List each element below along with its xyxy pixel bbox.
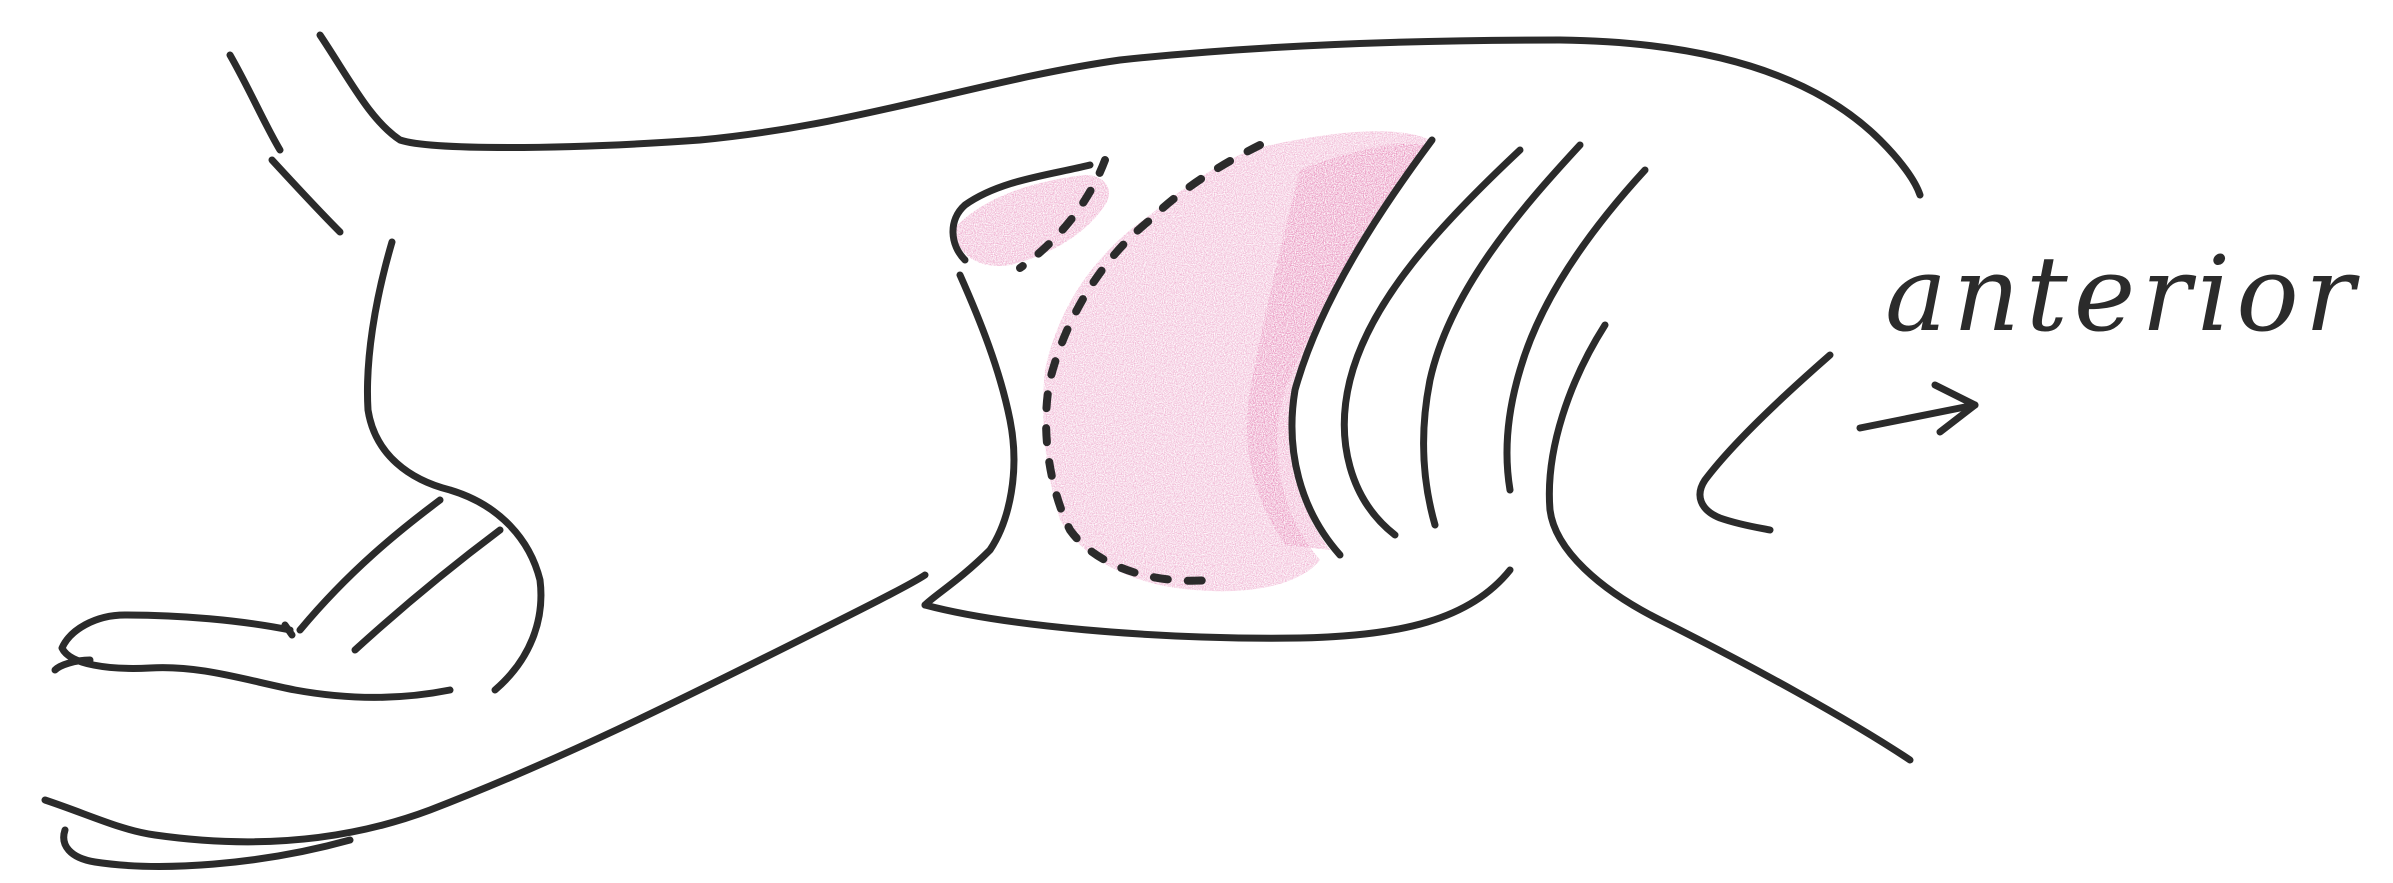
arm-upper-contour bbox=[320, 35, 1920, 195]
shoulder-contour bbox=[925, 275, 1014, 605]
shoulder-line-left-b bbox=[272, 160, 340, 232]
hand-knuckle bbox=[285, 625, 292, 635]
forearm-upper-line bbox=[300, 500, 440, 630]
rib-4 bbox=[1507, 170, 1645, 490]
highlight-fill-shoulder bbox=[955, 175, 1109, 266]
chest-lower-contour bbox=[1549, 325, 1910, 760]
head-hook-contour bbox=[1700, 355, 1830, 530]
shoulder-line-left-a bbox=[230, 55, 280, 150]
rib-3 bbox=[1424, 145, 1580, 525]
direction-label: anterior bbox=[1885, 233, 2361, 355]
hand-outline bbox=[62, 615, 450, 698]
arm-back-contour bbox=[367, 242, 540, 690]
diagram-ink bbox=[45, 35, 1975, 866]
